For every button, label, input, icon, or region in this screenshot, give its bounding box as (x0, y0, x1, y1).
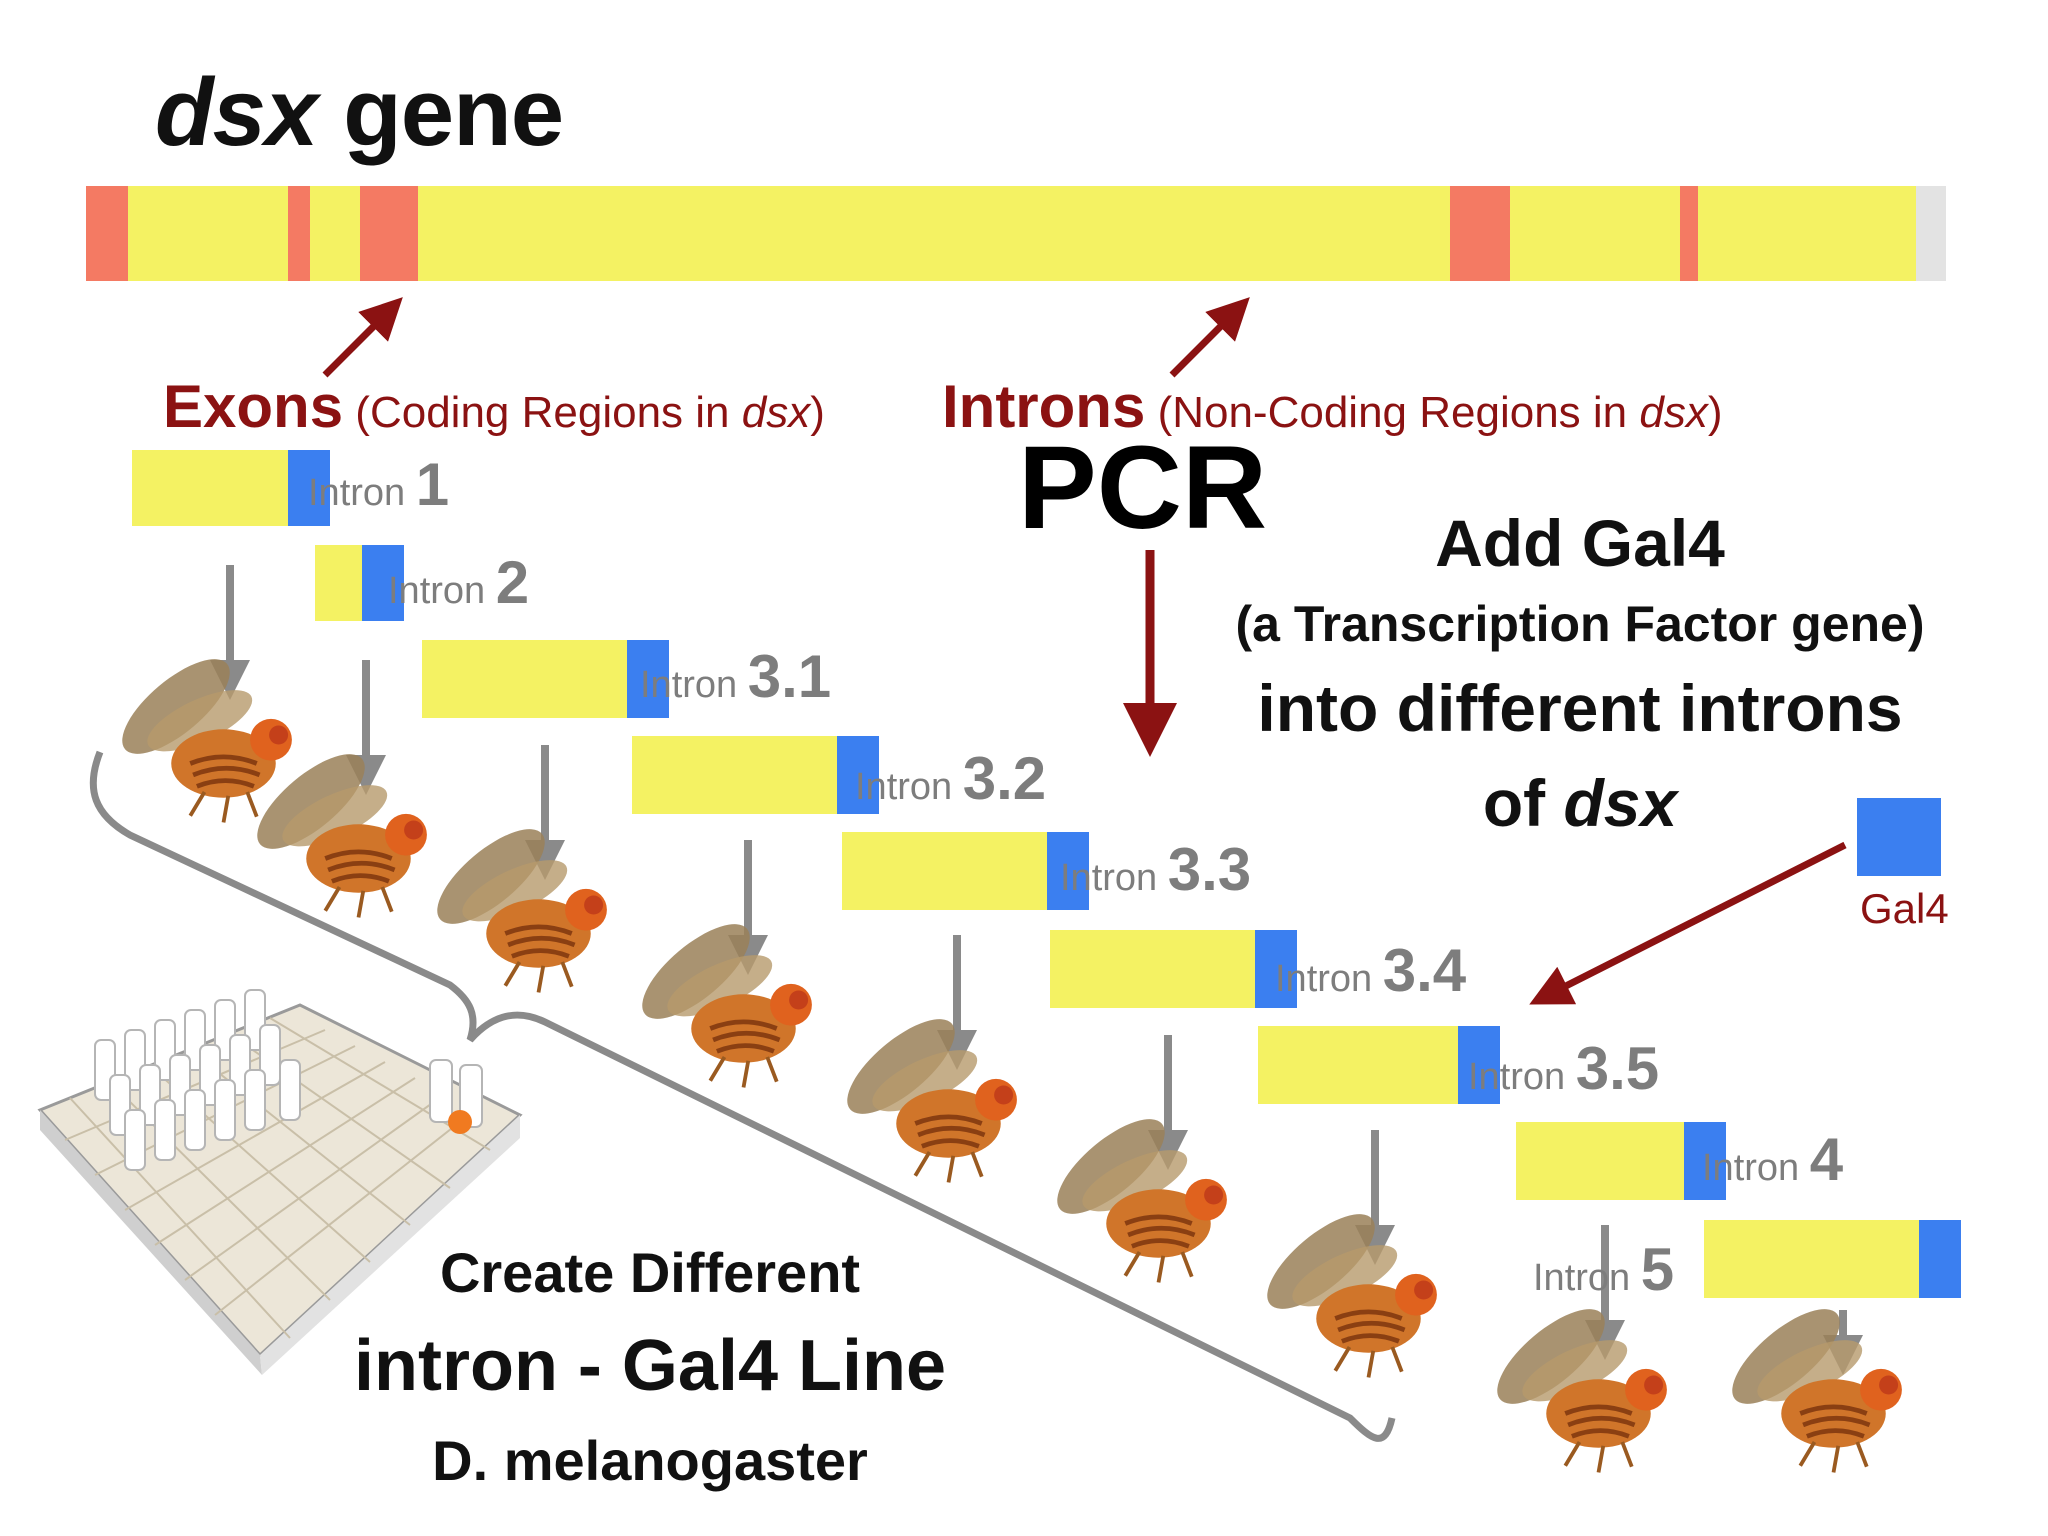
intron-label-5: Intron 5 (1533, 1236, 1675, 1303)
intron-label-3-2: Intron 3.2 (855, 745, 1047, 812)
construct-bars (132, 450, 1961, 1298)
gal4-block (1857, 798, 1941, 876)
add-gal4-line1: Add Gal4 (1435, 506, 1725, 580)
add-gal4-line3: into different introns (1257, 671, 1903, 745)
exon-pointer-arrow (322, 297, 403, 378)
create-line1: Create Different (439, 1241, 861, 1304)
diagram-title: dsx gene (155, 59, 564, 166)
intron-label-2: Intron 2 (388, 549, 530, 616)
intron-label-3-3: Intron 3.3 (1060, 836, 1252, 903)
dsx-gene-bar (86, 186, 1946, 281)
introns-label: Introns (Non-Coding Regions in dsx) (942, 373, 1723, 440)
pcr-label: PCR (1018, 422, 1268, 554)
intron-label-3-4: Intron 3.4 (1275, 937, 1467, 1004)
vial-tray-image (37, 989, 523, 1375)
intron-label-4: Intron 4 (1702, 1126, 1844, 1193)
create-line2: intron - Gal4 Line (353, 1326, 947, 1406)
intron-label-3-1: Intron 3.1 (640, 643, 832, 710)
grouping-bracket (89, 750, 1396, 1442)
intron-label-3-5: Intron 3.5 (1468, 1035, 1660, 1102)
gal4-insert-arrow (1529, 841, 1847, 1005)
add-gal4-line4: of dsx (1482, 766, 1678, 840)
exons-label: Exons (Coding Regions in dsx) (163, 373, 825, 440)
add-gal4-line2: (a Transcription Factor gene) (1235, 596, 1925, 652)
intron-label-1: Intron 1 (308, 451, 450, 518)
intron-pointer-arrow (1169, 297, 1250, 378)
create-line3: D. melanogaster (432, 1429, 868, 1492)
gal4-label: Gal4 (1860, 885, 1949, 932)
